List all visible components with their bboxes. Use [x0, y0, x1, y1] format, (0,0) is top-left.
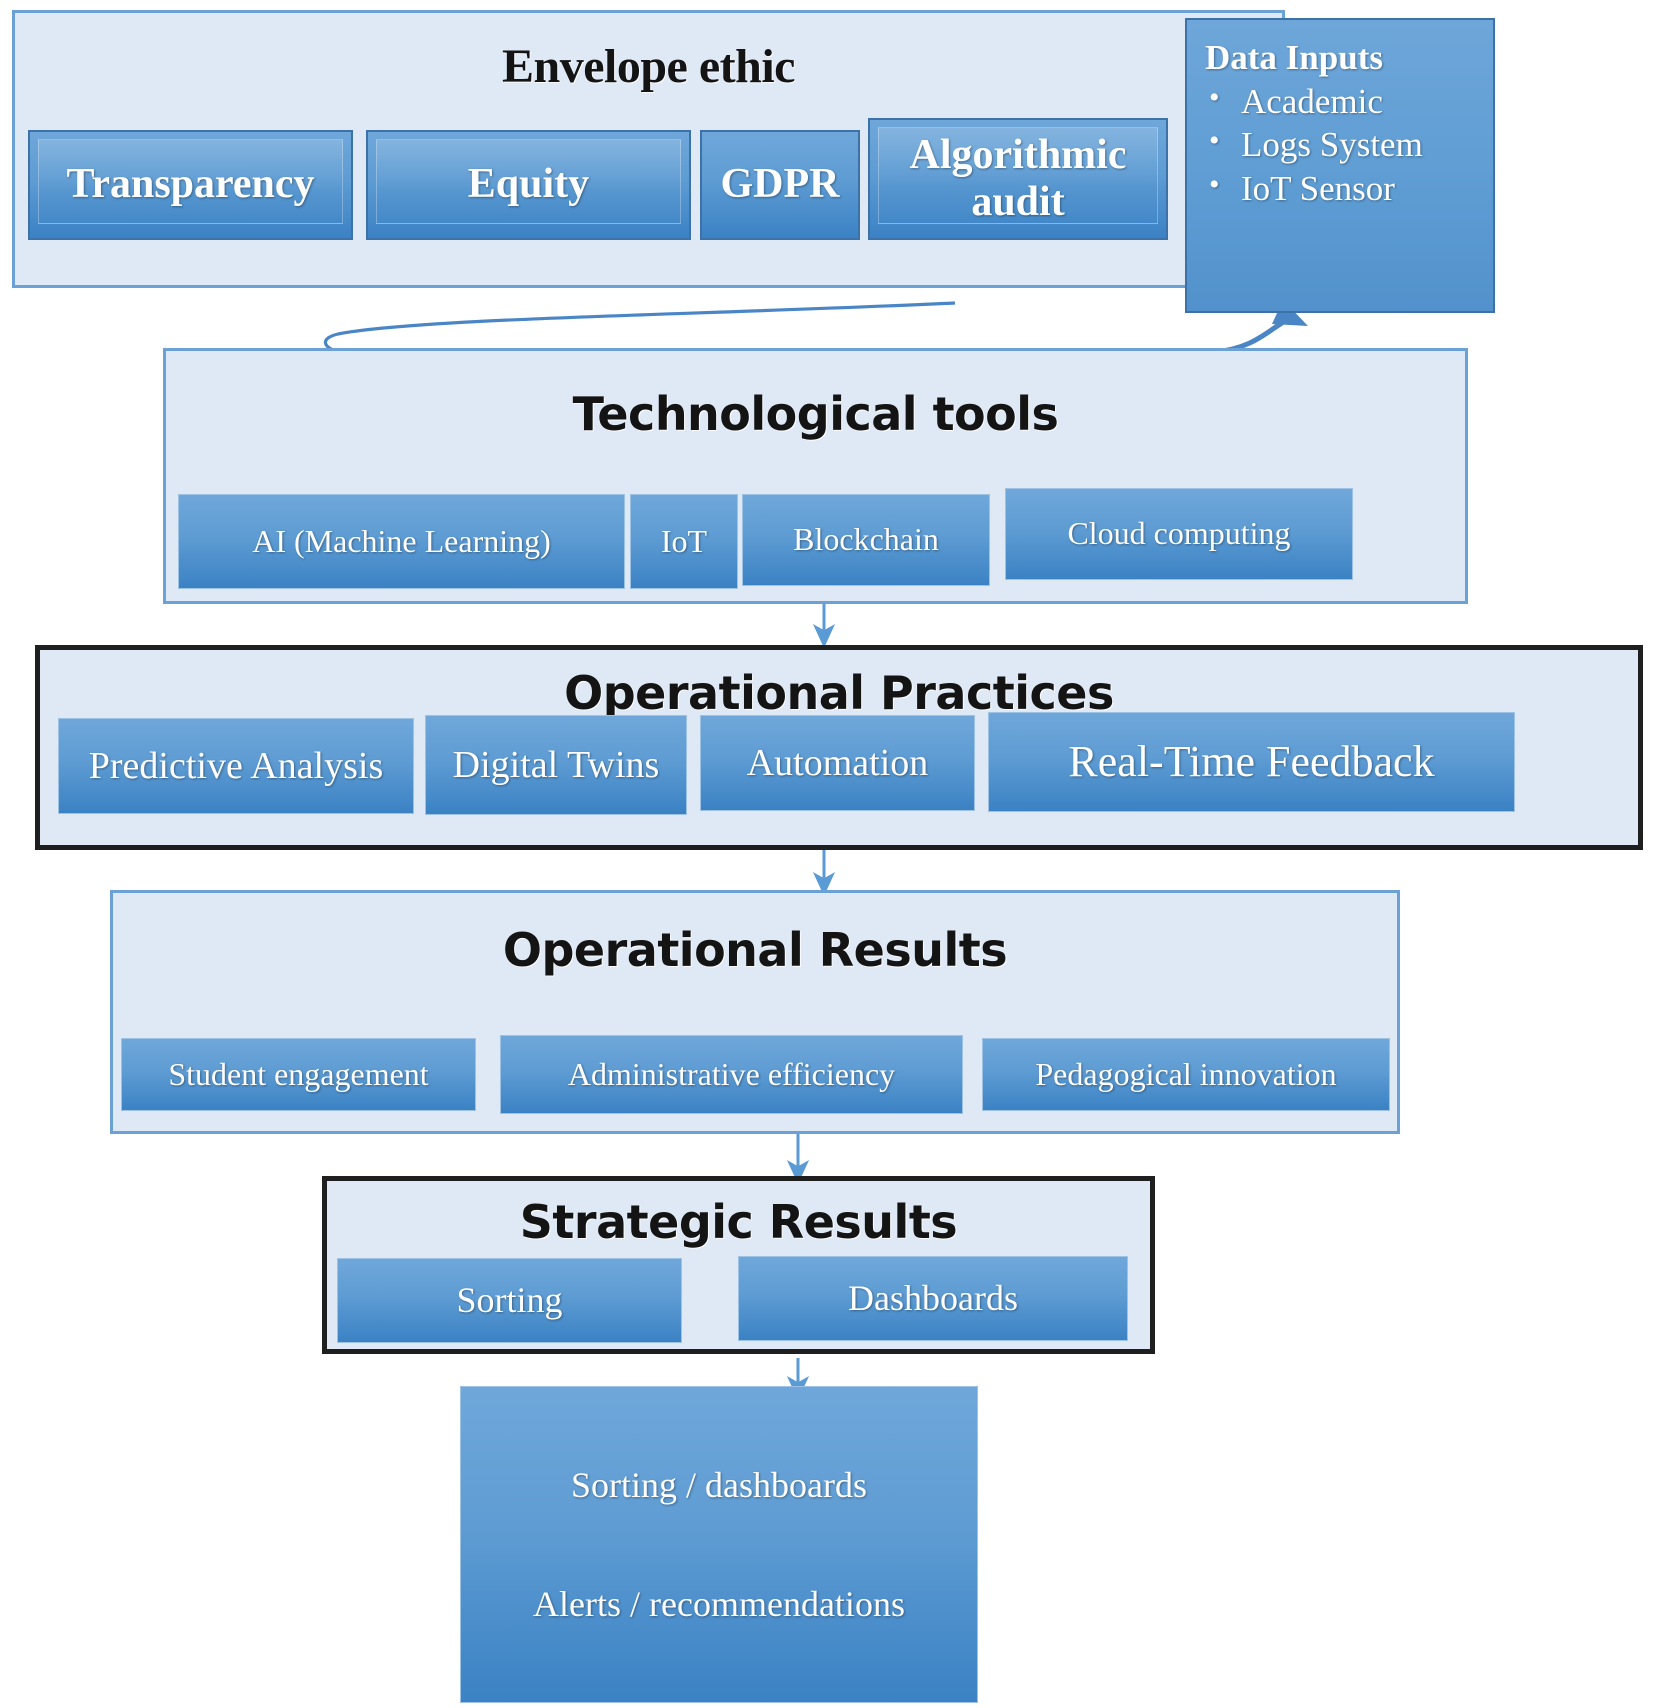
connector-envelope-to-tools: [323, 301, 956, 354]
chip-transparency[interactable]: Transparency: [28, 130, 353, 240]
chip-gdpr[interactable]: GDPR: [700, 130, 860, 240]
outputs-line-2: Alerts / recommendations: [533, 1584, 905, 1625]
data-inputs-list: Academic Logs System IoT Sensor: [1187, 79, 1493, 210]
chip-automation-label: Automation: [746, 741, 929, 784]
chip-administrative-efficiency-label: Administrative efficiency: [567, 1055, 896, 1092]
chip-pedagogical-innovation[interactable]: Pedagogical innovation: [982, 1038, 1390, 1111]
chip-pedagogical-innovation-label: Pedagogical innovation: [1035, 1055, 1337, 1092]
outputs-line-1: Sorting / dashboards: [571, 1464, 867, 1505]
data-inputs-callout: Data Inputs Academic Logs System IoT Sen…: [1185, 18, 1495, 313]
chip-automation[interactable]: Automation: [700, 715, 975, 811]
connector-data-inputs-tail: [1214, 315, 1292, 355]
data-inputs-item-label: IoT Sensor: [1241, 168, 1395, 208]
chip-student-engagement[interactable]: Student engagement: [121, 1038, 476, 1111]
chip-predictive-analysis-label: Predictive Analysis: [88, 744, 384, 787]
chip-real-time-feedback[interactable]: Real-Time Feedback: [988, 712, 1515, 812]
chip-sorting[interactable]: Sorting: [337, 1258, 682, 1343]
envelope-ethic-title: Envelope ethic: [502, 40, 795, 93]
chip-sorting-label: Sorting: [456, 1280, 563, 1321]
technological-tools-title: Technological tools: [572, 387, 1059, 441]
outputs-box[interactable]: Sorting / dashboards Alerts / recommenda…: [460, 1386, 978, 1703]
chip-dashboards[interactable]: Dashboards: [738, 1256, 1128, 1341]
data-inputs-item: IoT Sensor: [1209, 166, 1493, 210]
chip-cloud-computing[interactable]: Cloud computing: [1005, 488, 1353, 580]
chip-cloud-computing-label: Cloud computing: [1067, 515, 1291, 552]
chip-digital-twins[interactable]: Digital Twins: [425, 715, 687, 815]
operational-results-title: Operational Results: [502, 923, 1008, 977]
chip-algorithmic-audit-label: Algorithmic audit: [909, 131, 1127, 225]
chip-iot[interactable]: IoT: [630, 494, 738, 589]
chip-equity-label: Equity: [467, 161, 590, 208]
operational-practices-title: Operational Practices: [564, 666, 1114, 720]
data-inputs-title: Data Inputs: [1205, 38, 1383, 77]
chip-digital-twins-label: Digital Twins: [452, 743, 660, 786]
chip-blockchain[interactable]: Blockchain: [742, 494, 990, 586]
chip-real-time-feedback-label: Real-Time Feedback: [1068, 737, 1435, 787]
chip-equity[interactable]: Equity: [366, 130, 691, 240]
data-inputs-item: Logs System: [1209, 122, 1493, 166]
chip-iot-label: IoT: [660, 522, 708, 559]
data-inputs-item-label: Academic: [1241, 82, 1383, 121]
chip-student-engagement-label: Student engagement: [168, 1055, 429, 1092]
chip-dashboards-label: Dashboards: [848, 1278, 1018, 1319]
chip-predictive-analysis[interactable]: Predictive Analysis: [58, 718, 414, 814]
data-inputs-item-label: Logs System: [1241, 125, 1423, 165]
chip-blockchain-label: Blockchain: [793, 521, 939, 558]
chip-administrative-efficiency[interactable]: Administrative efficiency: [500, 1035, 963, 1114]
chip-ai-machine-learning-label: AI (Machine Learning): [252, 522, 551, 559]
chip-algorithmic-audit[interactable]: Algorithmic audit: [868, 118, 1168, 240]
strategic-results-title: Strategic Results: [519, 1195, 958, 1249]
data-inputs-item: Academic: [1209, 79, 1493, 123]
chip-gdpr-label: GDPR: [720, 161, 840, 208]
chip-transparency-label: Transparency: [66, 161, 315, 208]
chip-ai-machine-learning[interactable]: AI (Machine Learning): [178, 494, 625, 589]
